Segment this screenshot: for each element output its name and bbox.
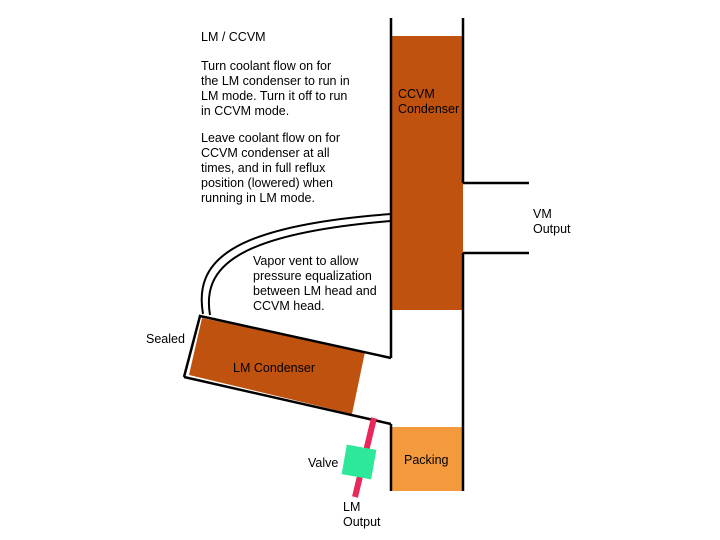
vapor-vent-tube-inner (207, 220, 392, 316)
sealed-label: Sealed (146, 332, 185, 346)
lm-head-upper-wall (182, 314, 392, 378)
lm-coolant-note: Turn coolant flow on for the LM condense… (201, 59, 353, 118)
packing-label: Packing (404, 453, 449, 467)
ccvm-condenser (391, 36, 463, 310)
valve (341, 444, 377, 480)
valve-label: Valve (308, 456, 338, 470)
lm-head-lower-wall (183, 375, 392, 426)
lm-condenser (189, 318, 365, 414)
vapor-vent-tube-outer (200, 213, 392, 315)
ccvm-condenser-label: CCVM Condenser (398, 87, 459, 116)
ccvm-coolant-note: Leave coolant flow on for CCVM condenser… (201, 131, 343, 205)
lm-output-label: LM Output (343, 500, 381, 529)
packing (391, 427, 463, 491)
vapor-vent-note: Vapor vent to allow pressure equalizatio… (253, 254, 380, 313)
lm-condenser-label: LM Condenser (233, 361, 315, 375)
vm-output-label: VM Output (533, 207, 571, 236)
diagram-title: LM / CCVM (201, 30, 266, 44)
